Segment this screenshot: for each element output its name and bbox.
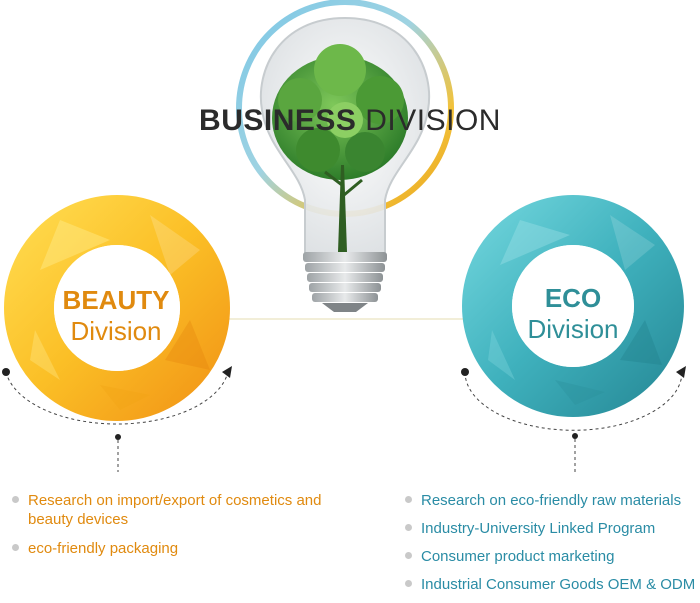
title-light: DIVISION [365,104,501,137]
beauty-arc [2,366,232,472]
list-item-text: Industry-University Linked Program [421,520,656,537]
list-item: Research on import/export of cosmetics a… [10,491,330,529]
eco-sub: Division [527,314,619,344]
list-item-text: Industrial Consumer Goods OEM & ODM [421,576,696,593]
list-item: Industrial Consumer Goods OEM & ODM [403,575,700,594]
arrow-icon [222,366,232,378]
list-item-text: eco-friendly packaging [28,540,179,557]
list-item: eco-friendly packaging [10,539,330,558]
bullet-icon [405,524,412,531]
arc-start-dot [461,368,469,376]
bullet-icon [405,496,412,503]
bullet-icon [12,496,19,503]
beauty-sub: Division [70,316,162,346]
beauty-name: BEAUTY [62,285,170,315]
lightbulb-illustration [259,16,431,312]
beauty-ring [4,195,230,421]
arrow-icon [676,366,686,378]
list-item: Consumer product marketing [403,547,700,566]
bullet-icon [12,544,19,551]
eco-list: Research on eco-friendly raw materials I… [403,491,700,603]
eco-arc [461,366,686,472]
bullet-icon [405,580,412,587]
list-item-text: Research on import/export of cosmetics a… [28,492,322,528]
list-item: Industry-University Linked Program [403,519,700,538]
beauty-division-label: BEAUTY Division [56,285,176,347]
list-item: Research on eco-friendly raw materials [403,491,700,510]
eco-ring [462,195,684,417]
list-item-text: Consumer product marketing [421,548,615,565]
beauty-list: Research on import/export of cosmetics a… [10,491,330,568]
bullet-icon [405,552,412,559]
page-title: BUSINESS DIVISION [0,104,700,138]
list-item-text: Research on eco-friendly raw materials [421,492,682,509]
arc-start-dot [2,368,10,376]
eco-division-label: ECO Division [513,283,633,345]
eco-name: ECO [544,283,602,313]
title-strong: BUSINESS [199,104,357,137]
tree-icon [272,44,408,252]
